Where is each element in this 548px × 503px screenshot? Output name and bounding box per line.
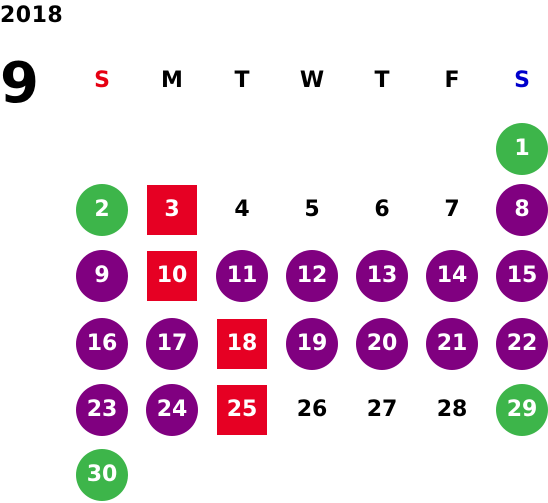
calendar-day[interactable]: 7 [444, 197, 460, 222]
calendar-day[interactable]: 27 [366, 397, 398, 422]
calendar-day[interactable]: 3 [147, 185, 197, 235]
calendar-day[interactable]: 8 [496, 184, 548, 236]
weekday-saturday: S [514, 68, 530, 93]
calendar-day[interactable]: 30 [76, 449, 128, 501]
calendar-year: 2018 [0, 3, 64, 28]
calendar-day[interactable]: 10 [147, 251, 197, 301]
calendar-day[interactable]: 19 [286, 318, 338, 370]
calendar-day[interactable]: 20 [356, 318, 408, 370]
weekday-thursday: T [374, 68, 390, 93]
calendar-day[interactable]: 24 [146, 384, 198, 436]
calendar-day[interactable]: 13 [356, 250, 408, 302]
calendar-day[interactable]: 4 [234, 197, 250, 222]
calendar-day[interactable]: 12 [286, 250, 338, 302]
calendar-day[interactable]: 1 [496, 123, 548, 175]
calendar-day[interactable]: 17 [146, 318, 198, 370]
weekday-wednesday: W [299, 68, 325, 93]
calendar-day[interactable]: 26 [296, 397, 328, 422]
calendar-day[interactable]: 16 [76, 318, 128, 370]
weekday-friday: F [444, 68, 460, 93]
weekday-sunday: S [94, 68, 110, 93]
calendar-day[interactable]: 22 [496, 318, 548, 370]
calendar-day[interactable]: 29 [496, 384, 548, 436]
calendar-day[interactable]: 25 [217, 385, 267, 435]
calendar-day[interactable]: 2 [76, 184, 128, 236]
calendar-day[interactable]: 9 [76, 250, 128, 302]
calendar-day[interactable]: 23 [76, 384, 128, 436]
calendar-day[interactable]: 6 [374, 197, 390, 222]
weekday-tuesday: T [234, 68, 250, 93]
calendar-day[interactable]: 21 [426, 318, 478, 370]
calendar-day[interactable]: 15 [496, 250, 548, 302]
calendar-day[interactable]: 5 [304, 197, 320, 222]
weekday-monday: M [161, 68, 183, 93]
calendar-day[interactable]: 11 [216, 250, 268, 302]
calendar-day[interactable]: 14 [426, 250, 478, 302]
calendar-day[interactable]: 18 [217, 319, 267, 369]
calendar-month: 9 [0, 51, 39, 116]
calendar-day[interactable]: 28 [436, 397, 468, 422]
